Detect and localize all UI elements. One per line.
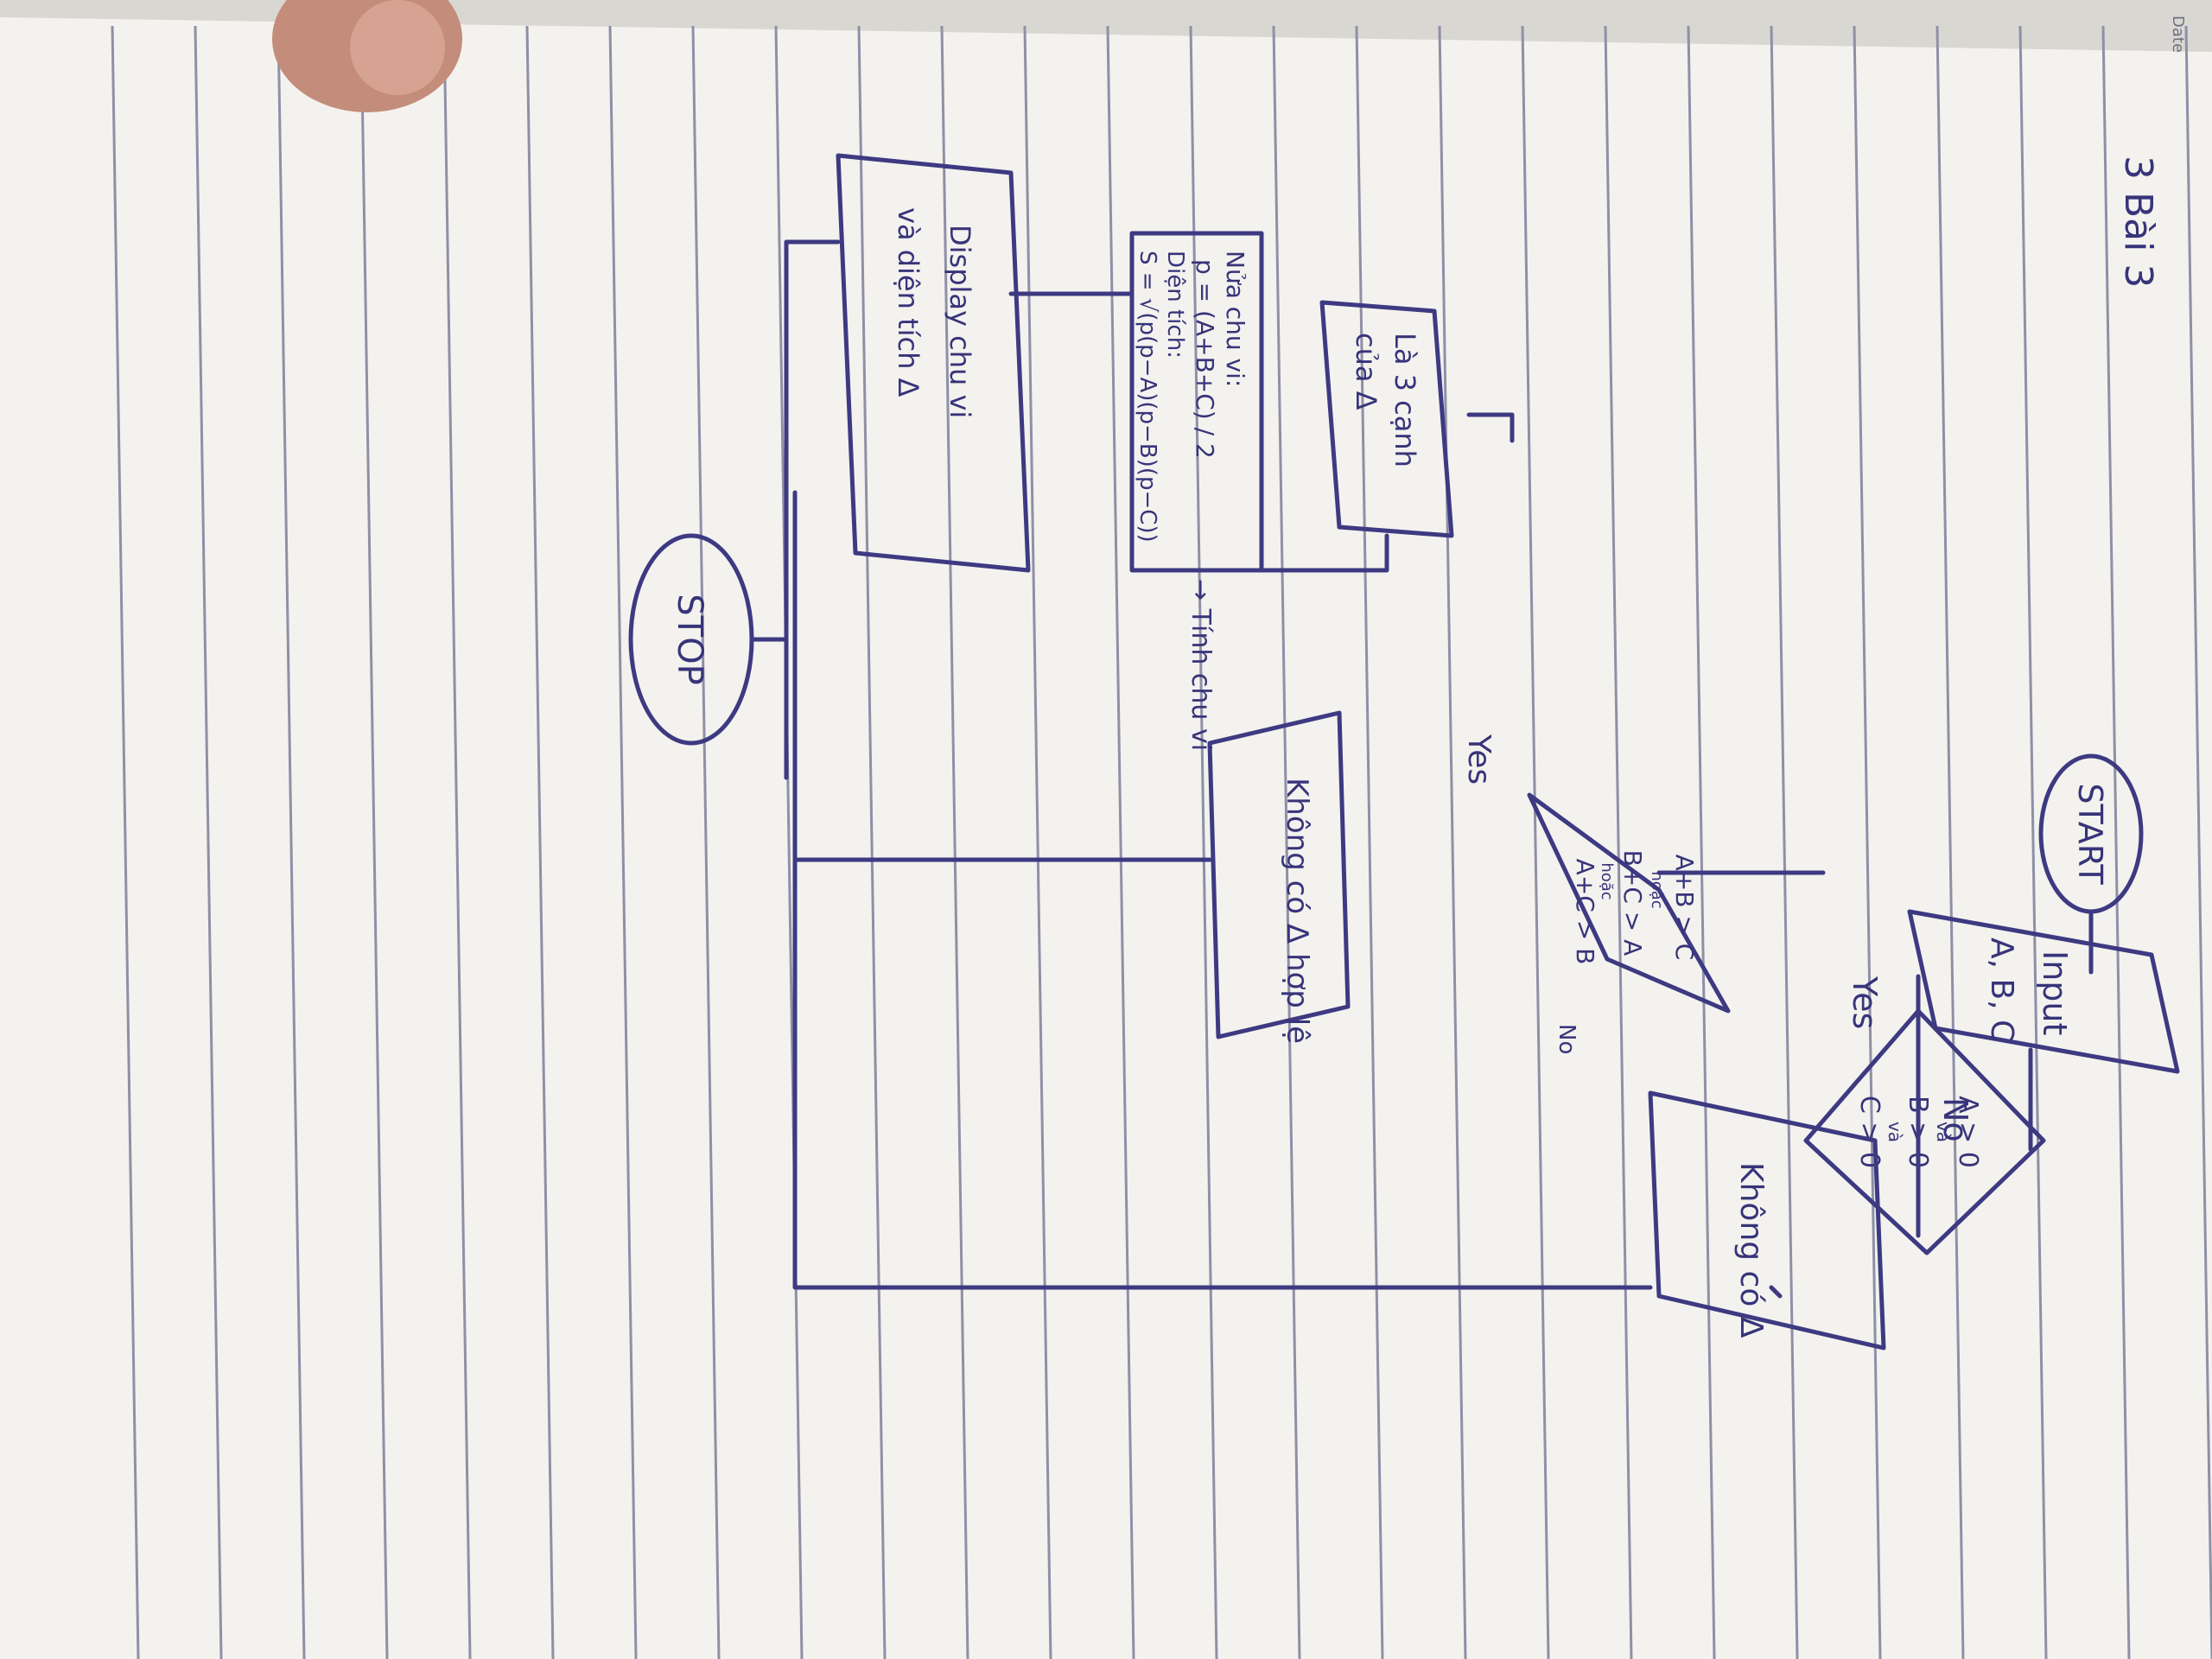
invalid-triangle-box bbox=[1207, 710, 1351, 1039]
decision2-cond-b: B+C > A bbox=[1618, 850, 1647, 957]
display-box bbox=[836, 153, 1031, 573]
decision2-cond-c: A+C > B bbox=[1571, 859, 1599, 965]
no-triangle-exit bbox=[1769, 1285, 1783, 1299]
ruled-line bbox=[2184, 25, 2212, 1659]
ruled-line bbox=[1936, 25, 1965, 1659]
triangle-label-box bbox=[1319, 300, 1454, 538]
process-line3: Diện tích: bbox=[1162, 251, 1188, 359]
arrow-display-merge bbox=[784, 239, 841, 780]
ruled-line bbox=[1023, 25, 1052, 1659]
ruled-line bbox=[276, 25, 306, 1659]
ruled-lines bbox=[111, 25, 2212, 1659]
process-line4: S = √(p(p−A)(p−B)(p−C)) bbox=[1135, 251, 1160, 543]
start-label: START bbox=[2071, 783, 2109, 885]
decision2-yes-label: Yes bbox=[1461, 734, 1497, 785]
decision2-cond-a: A+B > C bbox=[1670, 855, 1699, 961]
arrow-label-process bbox=[1259, 533, 1389, 573]
ruled-line bbox=[111, 25, 140, 1659]
ruled-line bbox=[608, 25, 638, 1659]
ruled-line bbox=[940, 25, 969, 1659]
ruled-line bbox=[1355, 25, 1384, 1659]
decision1-yes-label: Yes bbox=[1846, 976, 1884, 1029]
ruled-line bbox=[2101, 25, 2131, 1659]
ruled-line bbox=[1106, 25, 1135, 1659]
decision1-and-1: và bbox=[1933, 1122, 1954, 1142]
decision1-diamond bbox=[1803, 1008, 2046, 1255]
display-line2: và diện tích Δ bbox=[892, 207, 925, 397]
no-triangle-box bbox=[1648, 1090, 1886, 1351]
ruled-line bbox=[1770, 25, 1799, 1659]
input-vars: A, B, C bbox=[1984, 938, 2019, 1041]
ruled-line bbox=[1853, 25, 1882, 1659]
decision1-cond-a: A > 0 bbox=[1953, 1096, 1983, 1168]
ruled-line bbox=[691, 25, 721, 1659]
ruled-line bbox=[1687, 25, 1716, 1659]
process-line2: p = (A+B+C) / 2 bbox=[1191, 259, 1219, 459]
process-line1: Nửa chu vi: bbox=[1221, 251, 1249, 387]
ruled-line bbox=[1604, 25, 1633, 1659]
ruled-line bbox=[857, 25, 887, 1659]
no-triangle-label: Không có Δ bbox=[1733, 1162, 1769, 1338]
ruled-line bbox=[1521, 25, 1550, 1659]
stop-label: STOP bbox=[670, 594, 709, 684]
invalid-triangle-line: Không có Δ hợp lệ bbox=[1280, 778, 1314, 1044]
ruled-line bbox=[1272, 25, 1301, 1659]
merge-from-no-triangle bbox=[792, 490, 1653, 1290]
process-note: → Tính chu vi bbox=[1185, 579, 1216, 751]
input-label: Input bbox=[2036, 950, 2074, 1035]
triangle-label-line2: của Δ bbox=[1350, 333, 1382, 410]
ruled-line bbox=[2018, 25, 2048, 1659]
decision1-no-label: No bbox=[1936, 1097, 1974, 1142]
decision2-or-1: hoặc bbox=[1648, 871, 1666, 908]
triangle-label-line1: Là 3 cạnh bbox=[1389, 333, 1421, 467]
ruled-line bbox=[774, 25, 804, 1659]
decision2-diamond bbox=[1527, 792, 1731, 1014]
arrow-decision2-yes bbox=[1466, 412, 1515, 443]
display-line1: Display chu vi bbox=[944, 225, 976, 418]
decision1-cond-c: C > 0 bbox=[1854, 1096, 1885, 1168]
process-box bbox=[1129, 231, 1264, 573]
date-tag: Date bbox=[2169, 16, 2187, 53]
ruled-line bbox=[525, 25, 555, 1659]
ruled-line bbox=[194, 25, 223, 1659]
ruled-line bbox=[442, 25, 472, 1659]
decision2-or-2: hoặc bbox=[1598, 862, 1616, 899]
page-heading: 3 Bài 3 bbox=[2116, 156, 2160, 288]
ruled-line bbox=[359, 25, 389, 1659]
decision2-no-label: No bbox=[1554, 1024, 1580, 1054]
decision1-and-2: và bbox=[1885, 1122, 1905, 1142]
ruled-line bbox=[1189, 25, 1218, 1659]
ruled-line bbox=[1438, 25, 1467, 1659]
